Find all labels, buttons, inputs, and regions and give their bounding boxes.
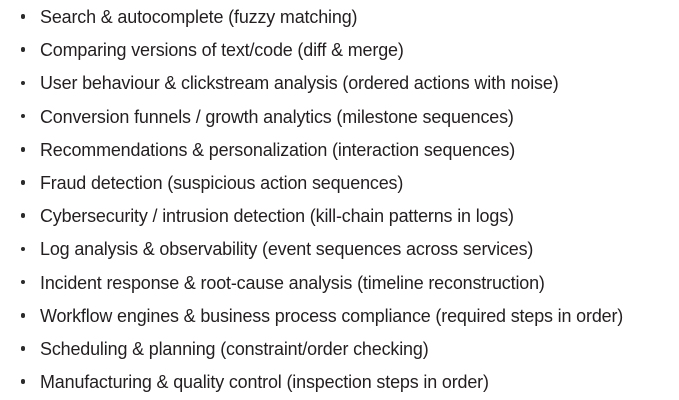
bullet-point-icon (20, 312, 26, 318)
list-item-label: Fraud detection (suspicious action seque… (40, 171, 404, 193)
list-item: Conversion funnels / growth analytics (m… (0, 100, 679, 133)
list-item: Scheduling & planning (constraint/order … (0, 332, 679, 365)
list-item-label: Comparing versions of text/code (diff & … (40, 39, 404, 61)
bullet-point-icon (20, 47, 26, 53)
bullet-point-icon (20, 180, 26, 185)
list-item: Cybersecurity / intrusion detection (kil… (0, 199, 679, 232)
bullet-point-icon (20, 279, 26, 285)
list-item-label: Workflow engines & business process comp… (40, 304, 624, 326)
list-item-label: Conversion funnels / growth analytics (m… (40, 105, 514, 127)
list-item: Incident response & root-cause analysis … (0, 266, 679, 299)
bullet-point-icon (20, 113, 26, 119)
list-item: Fraud detection (suspicious action seque… (0, 166, 679, 199)
bullet-point-icon (20, 80, 26, 86)
list-item-label: Incident response & root-cause analysis … (40, 271, 545, 293)
list-item: Comparing versions of text/code (diff & … (0, 33, 679, 66)
bullet-point-icon (20, 246, 26, 252)
bullet-point-icon (20, 213, 26, 219)
list-item: Recommendations & personalization (inter… (0, 133, 679, 166)
list-item: Workflow engines & business process comp… (0, 299, 679, 332)
bullet-point-icon (20, 379, 26, 384)
list-item: Manufacturing & quality control (inspect… (0, 365, 679, 398)
bullet-point-icon (20, 346, 26, 351)
list-item-label: Search & autocomplete (fuzzy matching) (40, 6, 358, 27)
list-item-label: Manufacturing & quality control (inspect… (40, 371, 489, 393)
list-item-label: Scheduling & planning (constraint/order … (40, 337, 429, 359)
list-item: Search & autocomplete (fuzzy matching) (0, 0, 679, 33)
list-item: User behaviour & clickstream analysis (o… (0, 66, 679, 99)
list-item: Log analysis & observability (event sequ… (0, 232, 679, 265)
list-item-label: Recommendations & personalization (inter… (40, 138, 516, 160)
bullet-point-icon (20, 14, 26, 19)
list-item-label: Cybersecurity / intrusion detection (kil… (40, 205, 514, 227)
bullet-point-icon (20, 147, 26, 152)
list-item-label: User behaviour & clickstream analysis (o… (40, 72, 559, 94)
list-item-label: Log analysis & observability (event sequ… (40, 238, 534, 260)
